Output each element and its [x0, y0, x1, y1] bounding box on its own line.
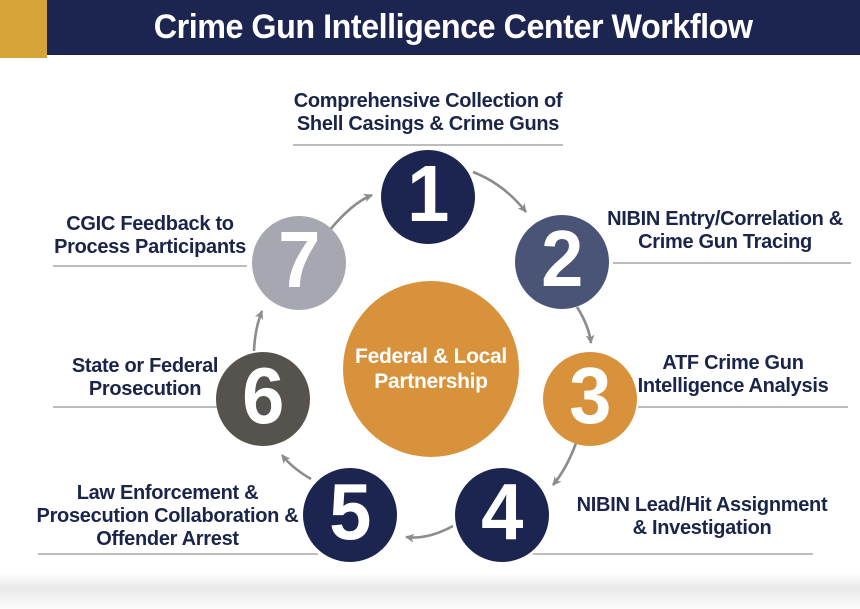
arrow-4-to-5 — [405, 524, 454, 543]
page-title: Crime Gun Intelligence Center Workflow — [154, 8, 753, 46]
rule-step-5 — [38, 553, 318, 555]
step-label-3: ATF Crime Gun Intelligence Analysis — [608, 352, 858, 398]
step-circle-4: 4 — [455, 468, 549, 562]
step-label-line: Law Enforcement & — [76, 482, 259, 504]
rule-step-6 — [53, 406, 225, 408]
step-circle-6: 6 — [216, 352, 310, 446]
step-label-line: & Investigation — [632, 517, 772, 539]
step-label-line: NIBIN Entry/Correlation & — [607, 208, 843, 230]
step-number-3: 3 — [568, 351, 612, 440]
bottom-edge-band — [0, 573, 860, 609]
arrow-5-to-6 — [280, 454, 312, 481]
header-accent-square — [0, 0, 47, 58]
arrow-7-to-1 — [327, 193, 373, 232]
step-label-7: CGIC Feedback to Process Participants — [40, 213, 260, 259]
step-number-1: 1 — [406, 149, 450, 238]
step-number-5: 5 — [328, 467, 372, 556]
rule-step-4 — [533, 553, 813, 555]
step-label-6: State or Federal Prosecution — [40, 355, 250, 401]
rule-step-1 — [293, 144, 563, 146]
step-circle-3: 3 — [543, 352, 637, 446]
step-label-line: Intelligence Analysis — [637, 375, 829, 397]
step-label-line: Prosecution — [88, 378, 202, 400]
step-label-4: NIBIN Lead/Hit Assignment & Investigatio… — [552, 494, 852, 540]
step-circle-2: 2 — [515, 215, 609, 309]
step-label-2: NIBIN Entry/Correlation & Crime Gun Trac… — [600, 208, 850, 254]
step-label-line: Crime Gun Tracing — [638, 231, 812, 253]
step-label-1: Comprehensive Collection of Shell Casing… — [278, 90, 578, 136]
step-number-2: 2 — [540, 214, 584, 303]
step-circle-1: 1 — [381, 150, 475, 244]
step-label-line: ATF Crime Gun — [662, 352, 804, 374]
rule-step-3 — [638, 406, 848, 408]
step-label-line: Shell Casings & Crime Guns — [296, 113, 560, 135]
rule-step-7 — [53, 265, 247, 267]
step-label-line: CGIC Feedback to — [66, 213, 234, 235]
arrow-1-to-2 — [472, 170, 528, 213]
step-label-line: Offender Arrest — [96, 528, 239, 550]
step-number-4: 4 — [480, 467, 524, 556]
arrow-2-to-3 — [575, 306, 595, 344]
step-number-7: 7 — [277, 215, 321, 304]
arrow-3-to-4 — [551, 442, 578, 486]
step-label-line: Comprehensive Collection of — [293, 90, 563, 112]
center-label-line: Partnership — [374, 370, 488, 393]
rule-step-2 — [613, 262, 851, 264]
step-label-line: Process Participants — [54, 236, 246, 258]
arrow-6-to-7 — [252, 310, 264, 352]
center-partnership-circle: Federal & Local Partnership — [343, 281, 519, 457]
step-circle-5: 5 — [303, 468, 397, 562]
step-number-6: 6 — [241, 351, 285, 440]
center-label-line: Federal & Local — [355, 345, 507, 368]
header-bar: Crime Gun Intelligence Center Workflow — [47, 0, 860, 55]
step-label-line: NIBIN Lead/Hit Assignment — [576, 494, 828, 516]
step-label-line: Prosecution Collaboration & — [36, 505, 299, 527]
step-label-5: Law Enforcement & Prosecution Collaborat… — [20, 482, 315, 551]
step-label-line: State or Federal — [71, 355, 219, 377]
step-circle-7: 7 — [252, 216, 346, 310]
